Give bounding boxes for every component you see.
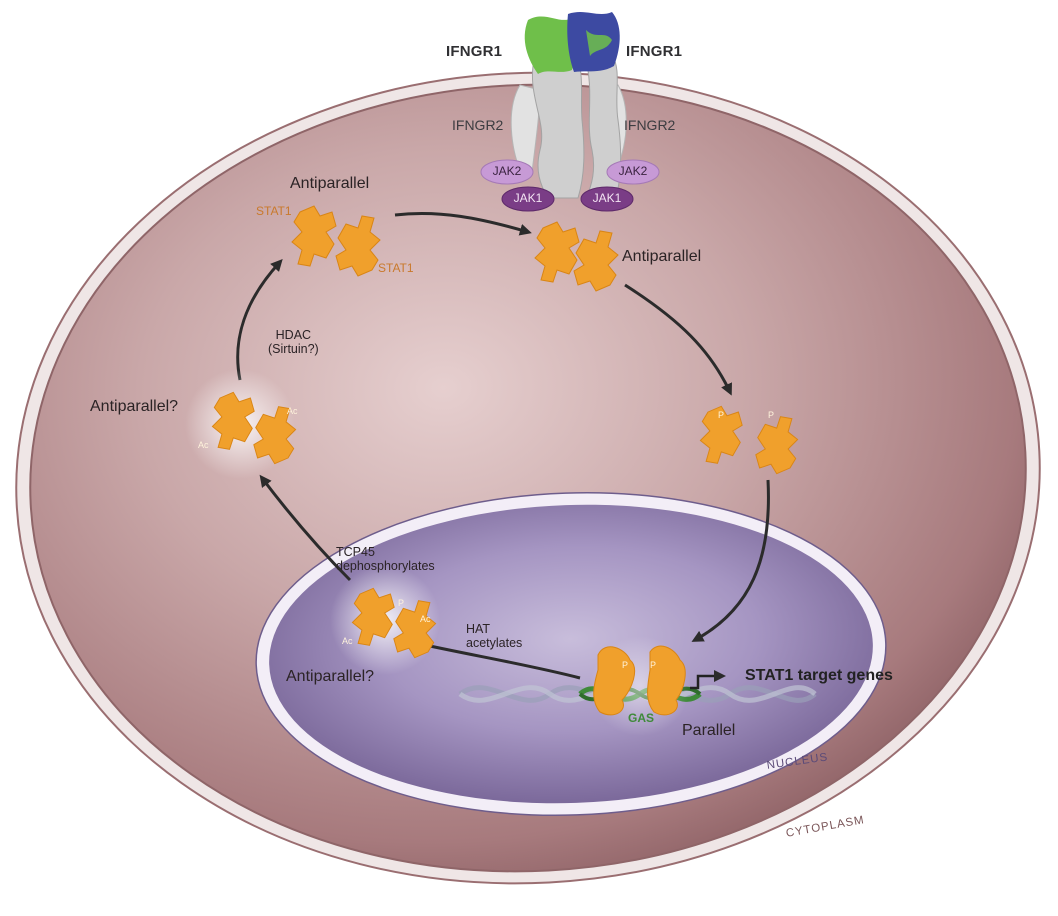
antiparallel-label-top-left: Antiparallel: [290, 175, 370, 192]
ifngr1-right-label: IFNGR1: [626, 43, 683, 60]
ifng-ligand-green: [524, 16, 578, 74]
jak2-right-label: JAK2: [618, 164, 648, 178]
phospho-mark-4: P: [622, 660, 629, 670]
phospho-mark-3: P: [398, 598, 405, 608]
hat-step-label: HAT acetylates: [466, 622, 522, 650]
ifngr2-left-label: IFNGR2: [452, 117, 504, 133]
acetyl-mark-2: Ac: [287, 406, 298, 416]
antiparallel-question-label-left: Antiparallel?: [90, 398, 179, 415]
arrow-top: [394, 212, 532, 236]
ifngr1-left-chain: [531, 54, 585, 199]
jak2-left-label: JAK2: [492, 164, 522, 178]
ifngr1-left-label: IFNGR1: [446, 43, 503, 60]
jak1-right: [580, 186, 634, 212]
jak1-right-label: JAK1: [592, 191, 622, 205]
gas-label: GAS: [628, 711, 655, 725]
arrow-into-nucleus: [691, 479, 770, 642]
arrow-tcp: [259, 474, 352, 582]
phospho-mark-5: P: [650, 660, 657, 670]
phospho-mark-1: P: [718, 410, 725, 420]
tcp45-line2: dephosphorylates: [336, 559, 435, 573]
parallel-label: Parallel: [682, 722, 736, 739]
antiparallel-question-label-nucleus: Antiparallel?: [286, 668, 375, 685]
jak2-left: [480, 159, 534, 185]
antiparallel-label-top-right: Antiparallel: [622, 248, 702, 265]
stat1-target-genes-label: STAT1 target genes: [745, 667, 893, 684]
acetyl-mark-3: Ac: [420, 614, 431, 624]
arrow-hat: [412, 638, 581, 680]
receptor-complex: [480, 12, 660, 212]
stat1-label-lower: STAT1: [378, 261, 414, 275]
tcp45-step-label: TCP45 dephosphorylates: [336, 545, 435, 573]
jak2-right: [606, 159, 660, 185]
arrow-hdac: [236, 259, 283, 381]
phospho-mark-2: P: [768, 410, 775, 420]
acetyl-mark-1: Ac: [198, 440, 209, 450]
hdac-step-label: HDAC (Sirtuin?): [268, 328, 319, 356]
hdac-line1: HDAC: [275, 328, 312, 342]
acetyl-mark-4: Ac: [342, 636, 353, 646]
hat-line1: HAT: [466, 622, 491, 636]
tcp45-line1: TCP45: [336, 545, 375, 559]
hat-line2: acetylates: [466, 636, 523, 650]
stat1-label-upper: STAT1: [256, 204, 292, 218]
jak1-left: [501, 186, 555, 212]
stat1-dimer-parallel-dna: [593, 645, 686, 716]
ifngr2-right-label: IFNGR2: [624, 117, 676, 133]
hdac-line2: (Sirtuin?): [268, 342, 319, 356]
arrow-right-down: [624, 283, 732, 396]
transcription-arrow: [690, 670, 726, 690]
jak1-left-label: JAK1: [513, 191, 543, 205]
